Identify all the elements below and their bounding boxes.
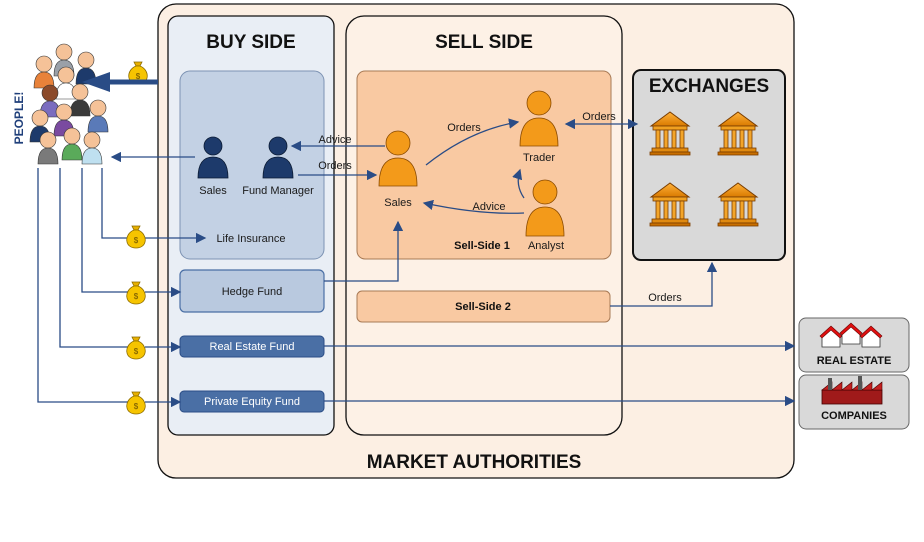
sell-side-1-label: Sell-Side 1 — [454, 240, 510, 252]
life-insurance-label: Life Insurance — [216, 233, 285, 245]
money-bag-icon — [126, 225, 146, 249]
orders-sell-side-2-label: Orders — [648, 292, 682, 304]
money-bag-icon — [126, 391, 146, 415]
sell-sales-person-icon — [378, 130, 418, 187]
exchanges-box — [632, 69, 786, 261]
market-authorities-title: MARKET AUTHORITIES — [367, 452, 582, 473]
buy-sales-person-icon — [197, 136, 229, 179]
buy-sales-label: Sales — [199, 185, 227, 197]
sell-side-title: SELL SIDE — [435, 32, 533, 53]
sell-sales-label: Sales — [384, 197, 412, 209]
private-equity-fund-label: Private Equity Fund — [204, 396, 300, 408]
advice-flow-label: Advice — [318, 134, 351, 146]
orders-exchange-label: Orders — [582, 111, 616, 123]
real-estate-label: REAL ESTATE — [817, 355, 892, 367]
people-label: PEOPLE! — [12, 92, 26, 145]
companies-label: COMPANIES — [821, 410, 887, 422]
orders-trader-label: Orders — [447, 122, 481, 134]
advice-analyst-label: Advice — [472, 201, 505, 213]
fund-manager-label: Fund Manager — [242, 185, 314, 197]
fund-manager-person-icon — [262, 136, 294, 179]
analyst-label: Analyst — [528, 240, 564, 252]
hedge-fund-label: Hedge Fund — [222, 286, 283, 298]
exchanges-title: EXCHANGES — [649, 76, 769, 97]
people-crowd-icon — [29, 43, 109, 165]
analyst-person-icon — [525, 179, 565, 237]
factory-icon — [821, 376, 883, 405]
real-estate-fund-label: Real Estate Fund — [210, 341, 295, 353]
sell-side-2-label: Sell-Side 2 — [455, 301, 511, 313]
trader-person-icon — [519, 90, 559, 147]
orders-flow-label: Orders — [318, 160, 352, 172]
money-bag-icon — [126, 336, 146, 360]
trader-label: Trader — [523, 152, 555, 164]
buy-side-title: BUY SIDE — [206, 32, 295, 53]
money-bag-icon — [126, 281, 146, 305]
buy-inner-box — [179, 70, 325, 260]
